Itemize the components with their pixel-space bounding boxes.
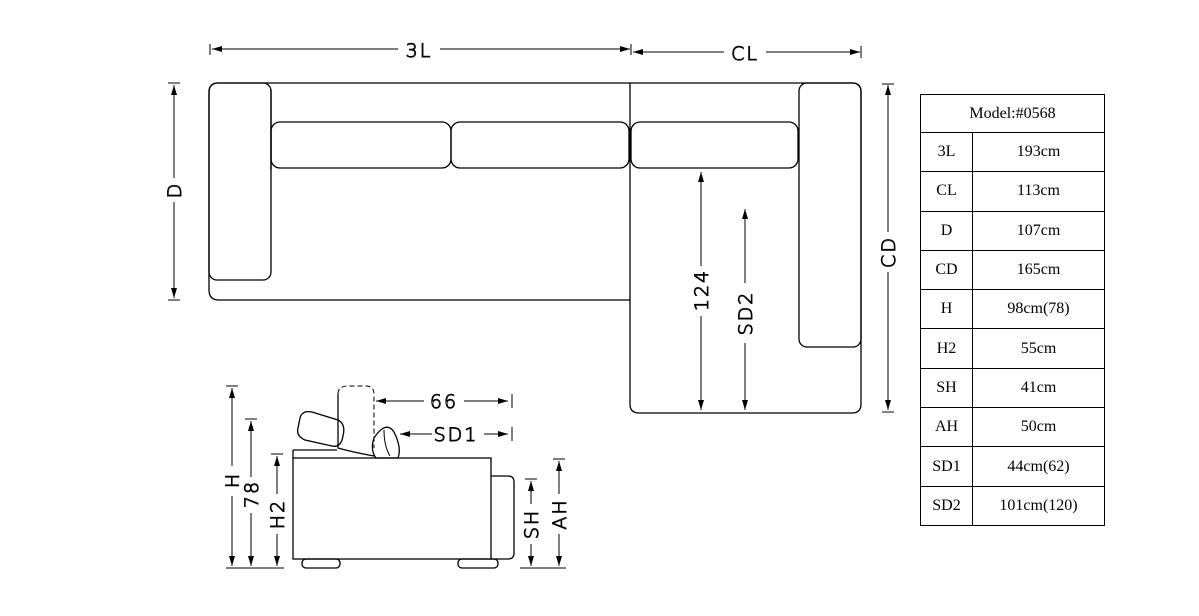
spec-value: 193cm <box>972 131 1105 173</box>
spec-key: H2 <box>920 328 973 369</box>
spec-key: CL <box>920 171 973 212</box>
spec-key: SD2 <box>920 485 973 526</box>
spec-table-header-row: Model:#0568 <box>920 94 1105 133</box>
spec-key: H <box>920 289 973 330</box>
spec-key: CD <box>920 249 973 291</box>
spec-value: 98cm(78) <box>972 289 1105 330</box>
dimension-cd: CD <box>876 83 900 413</box>
spec-value: 44cm(62) <box>972 446 1105 487</box>
sofa-side-profile <box>292 385 515 569</box>
dimension-124: 124 <box>689 172 713 410</box>
dimension-78-label: 78 <box>241 480 263 508</box>
dimension-h-label: H <box>222 472 244 488</box>
dimension-sd1: SD1 <box>400 422 513 446</box>
dimension-ah-label: AH <box>549 498 571 529</box>
spec-value: 50cm <box>972 407 1105 448</box>
spec-value: 101cm(120) <box>972 485 1105 526</box>
dimension-ah: AH <box>520 458 571 569</box>
dimension-78: 78 <box>239 418 263 566</box>
spec-value: 107cm <box>972 210 1105 251</box>
dimension-3l: 3L <box>209 38 632 62</box>
dimension-h2-label: H2 <box>267 499 289 529</box>
dimension-66-label: 66 <box>430 391 458 413</box>
dimension-d: D <box>162 82 186 301</box>
dimension-sd2-label: SD2 <box>735 291 757 336</box>
spec-value: 55cm <box>972 328 1105 369</box>
dimension-h: H <box>220 385 244 566</box>
dimension-h2: H2 <box>226 453 289 569</box>
spec-key: D <box>920 210 973 251</box>
dimension-cl-label: CL <box>731 43 759 65</box>
spec-table-title: Model:#0568 <box>920 94 1105 133</box>
spec-key: SD1 <box>920 446 973 487</box>
spec-key: SH <box>920 367 973 409</box>
sofa-plan-outline <box>208 82 862 414</box>
dimension-sd2: SD2 <box>733 209 757 410</box>
dimension-d-label: D <box>164 182 186 199</box>
dimension-sd1-label: SD1 <box>434 424 479 446</box>
dimension-3l-label: 3L <box>406 40 433 62</box>
dimension-cl: CL <box>633 41 862 65</box>
spec-value: 165cm <box>972 249 1105 291</box>
spec-key: 3L <box>920 131 973 173</box>
side-view: H 78 H2 <box>220 385 571 569</box>
dimension-sh: SH <box>519 478 543 566</box>
spec-value: 41cm <box>972 367 1105 409</box>
dimension-cd-label: CD <box>878 236 900 268</box>
dimension-66: 66 <box>376 389 513 413</box>
spec-value: 113cm <box>972 171 1105 212</box>
dimension-sh-label: SH <box>521 509 543 539</box>
spec-key: AH <box>920 407 973 448</box>
top-view: 3L CL D CD <box>162 38 900 414</box>
dimension-124-label: 124 <box>691 269 713 311</box>
